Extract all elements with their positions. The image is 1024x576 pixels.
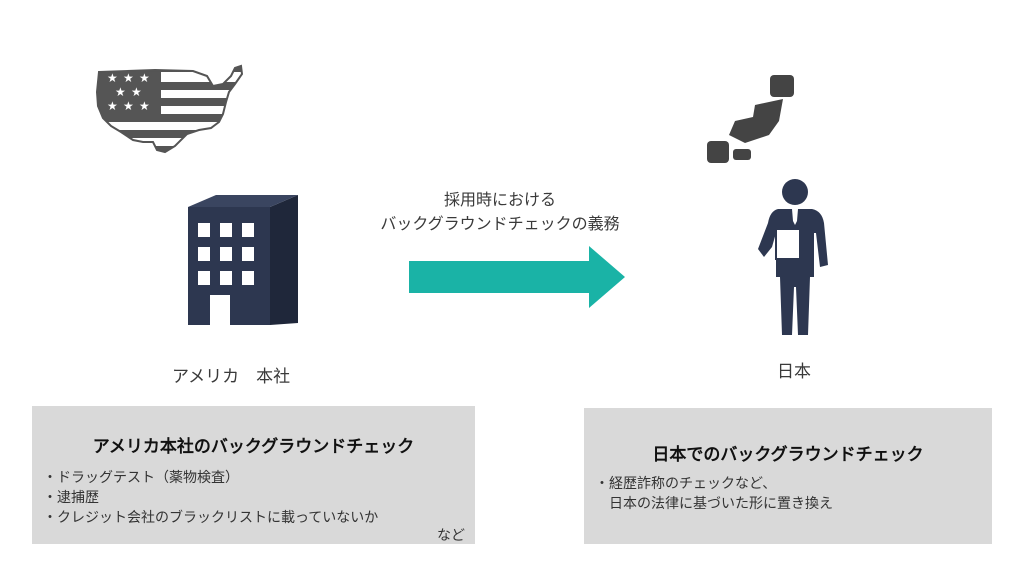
svg-text:★: ★ bbox=[107, 71, 118, 85]
office-building-icon bbox=[188, 193, 300, 325]
svg-text:★: ★ bbox=[139, 99, 150, 113]
japan-check-title: 日本でのバックグラウンドチェック bbox=[652, 445, 924, 465]
hq-check-item-1: ・ドラッグテスト（薬物検査） bbox=[43, 470, 239, 486]
hq-check-title: アメリカ本社のバックグラウンドチェック bbox=[92, 437, 415, 457]
japan-check-line-2: 日本の法律に基づいた形に置き換え bbox=[609, 496, 833, 512]
japan-check-line-1: ・経歴詐称のチェックなど、 bbox=[595, 476, 777, 492]
arrow-caption-line1: 採用時における bbox=[443, 190, 556, 209]
japan-map-icon bbox=[705, 73, 800, 165]
right-arrow-icon bbox=[409, 246, 625, 308]
arrow-caption-line2: バックグラウンドチェックの義務 bbox=[380, 214, 620, 233]
businessman-icon bbox=[758, 177, 828, 337]
usa-flag-map-icon: ★★★ ★★ ★★★ bbox=[95, 62, 245, 160]
svg-text:★: ★ bbox=[123, 99, 134, 113]
hq-check-item-2: ・逮捕歴 bbox=[43, 490, 99, 506]
hq-check-item-3: ・クレジット会社のブラックリストに載っていないか bbox=[43, 510, 379, 526]
hq-check-suffix: など bbox=[437, 528, 465, 544]
svg-text:★: ★ bbox=[139, 71, 150, 85]
arrow-caption: 採用時における バックグラウンドチェックの義務 bbox=[350, 188, 650, 236]
svg-text:★: ★ bbox=[107, 99, 118, 113]
hq-check-box: アメリカ本社のバックグラウンドチェック ・ドラッグテスト（薬物検査） ・逮捕歴 … bbox=[32, 406, 475, 544]
hq-label: アメリカ 本社 bbox=[172, 367, 291, 387]
svg-text:★: ★ bbox=[123, 71, 134, 85]
japan-check-box: 日本でのバックグラウンドチェック ・経歴詐称のチェックなど、 日本の法律に基づい… bbox=[584, 408, 992, 544]
japan-label: 日本 bbox=[777, 362, 811, 382]
svg-text:★: ★ bbox=[115, 85, 126, 99]
svg-text:★: ★ bbox=[131, 85, 142, 99]
